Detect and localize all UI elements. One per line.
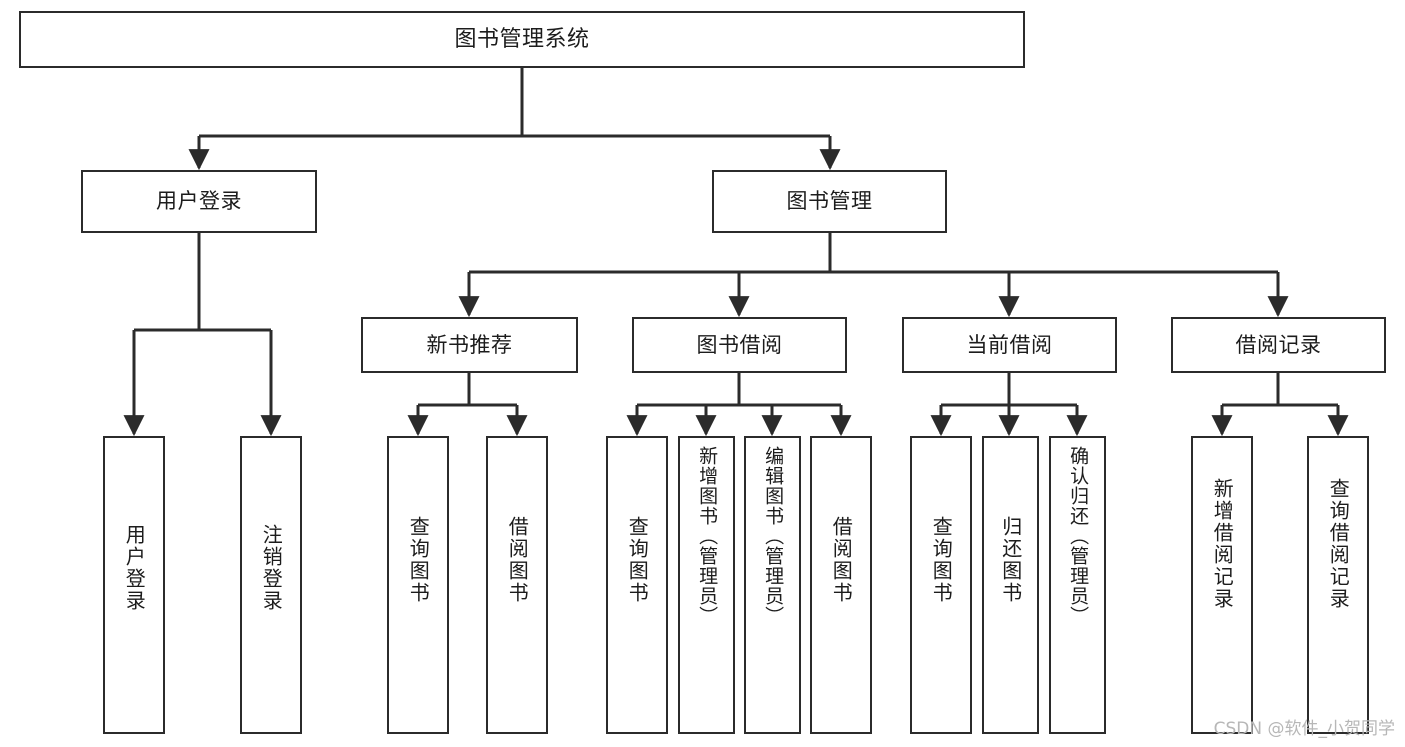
node-leaf-edit-book[interactable]: 编辑图书（管理员）: [744, 436, 801, 734]
node-leaf-confirm-return[interactable]: 确认归还（管理员）: [1049, 436, 1106, 734]
node-label: 借阅图书: [829, 516, 854, 604]
node-leaf-query-book-recommend[interactable]: 查询图书: [387, 436, 449, 734]
node-label: 借阅记录: [1235, 332, 1322, 357]
node-label: 当前借阅: [966, 332, 1053, 357]
node-leaf-add-borrow-record[interactable]: 新增借阅记录: [1191, 436, 1253, 734]
node-leaf-borrow-book[interactable]: 借阅图书: [810, 436, 872, 734]
node-label: 查询图书: [929, 516, 954, 604]
node-borrow-record[interactable]: 借阅记录: [1171, 317, 1386, 373]
node-label: 图书借阅: [696, 332, 783, 357]
node-leaf-query-book-current[interactable]: 查询图书: [910, 436, 972, 734]
node-book-management[interactable]: 图书管理: [712, 170, 947, 233]
node-leaf-user-login[interactable]: 用户登录: [103, 436, 165, 734]
node-user-login[interactable]: 用户登录: [81, 170, 317, 233]
node-leaf-query-book-borrow[interactable]: 查询图书: [606, 436, 668, 734]
node-label: 查询图书: [625, 516, 650, 604]
node-label: 图书管理: [786, 189, 873, 214]
node-label: 图书管理系统: [454, 26, 590, 52]
node-label: 确认归还（管理员）: [1067, 446, 1090, 626]
node-book-borrow[interactable]: 图书借阅: [632, 317, 847, 373]
node-label: 新书推荐: [426, 332, 513, 357]
node-label: 归还图书: [998, 516, 1023, 604]
node-label: 注销登录: [259, 524, 284, 612]
node-label: 用户登录: [122, 524, 147, 612]
node-label: 借阅图书: [505, 516, 530, 604]
node-label: 编辑图书（管理员）: [762, 446, 785, 626]
node-label: 查询图书: [406, 516, 431, 604]
node-new-book-recommend[interactable]: 新书推荐: [361, 317, 578, 373]
node-label: 查询借阅记录: [1326, 478, 1351, 610]
node-label: 用户登录: [156, 189, 242, 214]
node-leaf-add-book[interactable]: 新增图书（管理员）: [678, 436, 735, 734]
node-label: 新增图书（管理员）: [696, 446, 719, 626]
node-leaf-return-book[interactable]: 归还图书: [982, 436, 1039, 734]
node-root-book-management-system[interactable]: 图书管理系统: [19, 11, 1025, 68]
node-current-borrow[interactable]: 当前借阅: [902, 317, 1117, 373]
node-leaf-query-borrow-record[interactable]: 查询借阅记录: [1307, 436, 1369, 734]
node-label: 新增借阅记录: [1210, 478, 1235, 610]
node-leaf-logout[interactable]: 注销登录: [240, 436, 302, 734]
node-leaf-borrow-book-recommend[interactable]: 借阅图书: [486, 436, 548, 734]
watermark-text: CSDN @软件_小贺同学: [1213, 719, 1395, 739]
